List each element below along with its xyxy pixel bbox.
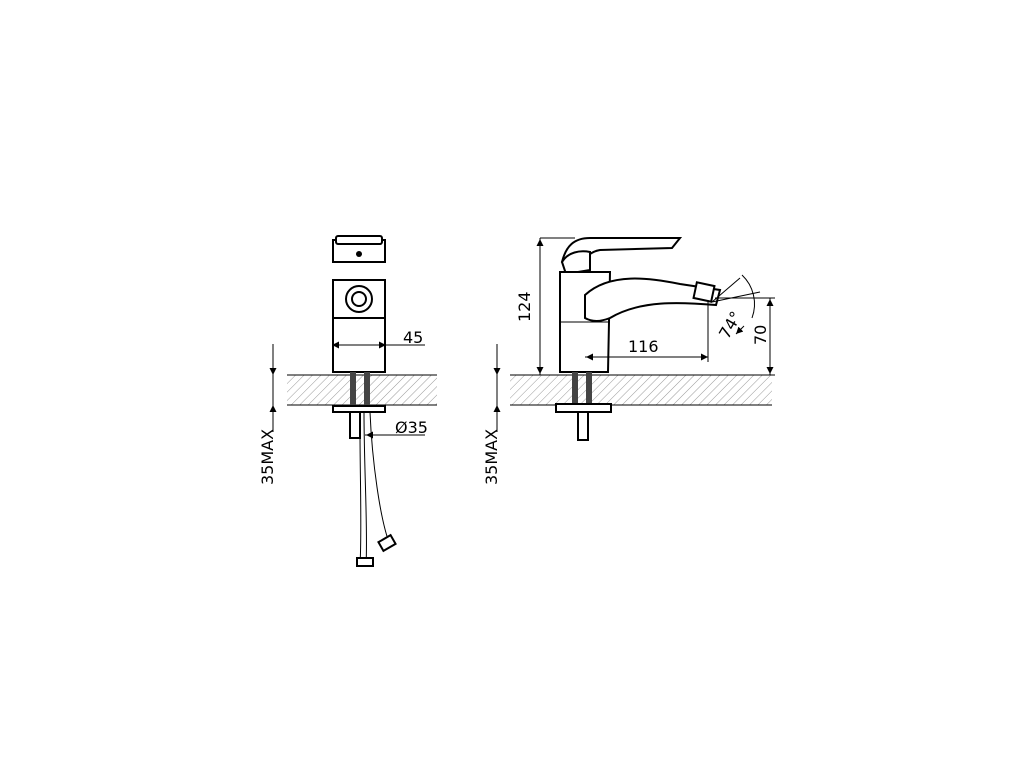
side-nut [555, 403, 612, 413]
side-lever-cap [560, 250, 591, 276]
front-diameter-dim: Ø35 [395, 418, 428, 437]
front-stud [349, 411, 361, 439]
front-lever-dot [356, 251, 362, 257]
front-hose [369, 411, 391, 546]
side-spout-height-dim: 70 [751, 325, 770, 345]
side-spout [584, 277, 722, 322]
side-thickness-dim: 35MAX [482, 429, 501, 485]
side-countertop [510, 375, 772, 405]
front-hose-end [377, 533, 397, 553]
front-outlet-core [351, 291, 367, 307]
side-shank-right [586, 372, 592, 408]
front-countertop [287, 375, 437, 405]
front-shank-left [350, 372, 356, 408]
front-thickness-dim: 35MAX [258, 429, 277, 485]
front-width-dim: 45 [403, 328, 423, 347]
front-view: 45 Ø35 35MAX [258, 235, 437, 567]
side-spout-nozzle [692, 281, 716, 303]
side-view: 124 116 70 74° 35MAX [482, 237, 775, 485]
side-reach-dim: 116 [628, 337, 659, 356]
front-shank-right [364, 372, 370, 408]
front-hose-end-bottom [356, 557, 374, 567]
side-shank-left [572, 372, 578, 408]
side-stud [577, 411, 589, 441]
side-height-dim: 124 [515, 291, 534, 322]
front-lever-top [335, 235, 383, 245]
side-angle-dim: 74° [715, 308, 746, 342]
